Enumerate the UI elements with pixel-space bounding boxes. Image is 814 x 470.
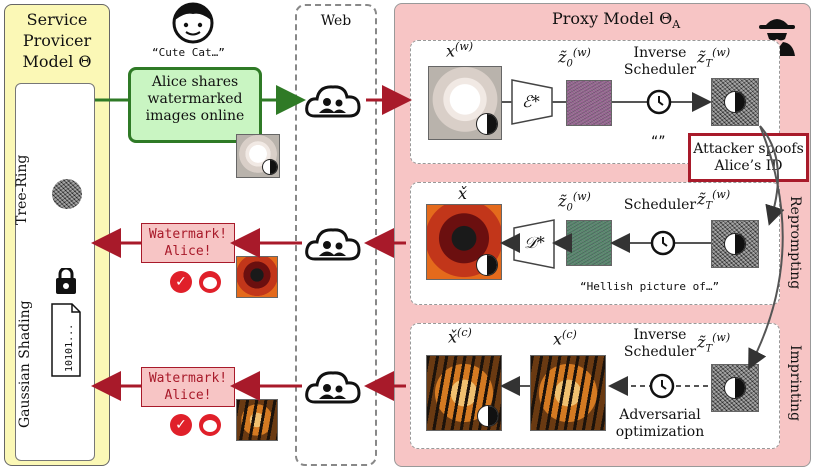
row1-x-label: x(w) [446,40,473,60]
row2-scheduler-label: Scheduler [623,197,697,213]
adv-line: Adversarial [619,407,701,423]
decoder-label: 𝒟* [524,233,545,252]
label-main: x [553,329,563,349]
label-sup: (w) [712,46,731,59]
label-sub: T [705,200,713,212]
label-sub: 0 [566,58,573,70]
service-watermark-methods [15,83,95,461]
gaussian-shading-label: Gaussian Shading [17,300,33,428]
watermark-icon [724,91,746,113]
label-sup: (w) [712,188,731,201]
proxy-title-text: Proxy Model Θ [552,9,673,28]
label-sup: (c) [457,326,472,339]
row3-zt-label: z̃T(w) [697,331,730,355]
label-main: z̃ [697,189,706,209]
label-sup: (w) [572,190,591,203]
watermark-alice-message-row3: Watermark! Alice! [141,367,235,407]
tree-ring-pattern-icon [52,179,82,209]
label-sup: (w) [572,46,591,59]
document-icon [51,303,81,377]
encoder-label: ℰ* [522,92,540,111]
row3-scheduler-label: Inverse Scheduler [620,327,700,361]
row3-xc-hat-label: x̌(c) [448,326,472,346]
scheduler-line: Scheduler [623,62,697,78]
adv-line: optimization [615,424,705,440]
imprinting-label: Imprinting [787,345,803,422]
label-sup: (w) [455,40,474,53]
alice-shares-box: Alice shares watermarked images online [128,67,262,143]
check-icon: ✓ [170,414,192,436]
watermark-icon [476,113,498,135]
web-panel [295,4,377,466]
proxy-title-sub: A [672,18,681,32]
label-main: z̃ [697,332,706,352]
row2-hellish-prompt: “Hellish picture of…” [580,280,720,293]
service-title: Service Provicer Model Θ [4,9,110,72]
row2-x-label: x̌ [458,184,468,203]
scheduler-line: Scheduler [623,344,697,360]
check-icon: ✓ [170,271,192,293]
label-main: x̌ [448,327,458,347]
row2-latent-z0-image [566,220,612,266]
alice-face-icon [199,414,221,436]
attacker-spoofs-box: Attacker spoofs Alice’s ID [688,133,809,182]
service-title-line: Provicer [22,31,92,50]
web-title: Web [320,13,352,29]
alice-face-icon [199,271,221,293]
row1-zt-label: z̃T(w) [697,46,730,70]
attacker-box-line: Alice’s ID [714,158,783,174]
watermark-msg-line: Watermark! [148,227,228,242]
row1-z0-label: z̃0(w) [558,46,591,70]
label-sub: T [705,58,713,70]
watermark-icon [724,233,746,255]
attacker-box-line: Attacker spoofs [693,141,804,157]
row1-latent-z0-image [566,80,612,126]
watermark-icon [477,405,499,427]
label-sub: 0 [566,202,573,214]
watermark-icon [262,159,278,175]
label-sup: (w) [712,331,731,344]
alice-box-line: watermarked [147,91,243,107]
row3-adversarial-label: Adversarial optimization [612,407,708,441]
watermark-icon [724,377,746,399]
reprompting-label: Reprompting [787,196,803,290]
gaussian-shading-icons [51,268,81,377]
watermark-alice-message-row2: Watermark! Alice! [141,223,235,263]
row2-devil-cat-thumbnail [236,256,278,298]
alice-box-line: images online [145,108,245,124]
watermark-icon [476,254,498,276]
watermark-msg-line: Alice! [164,244,212,259]
row3-tiger-thumbnail [236,399,278,441]
lock-icon [56,268,76,294]
label-main: z̃ [558,47,567,67]
row3-xc-label: x(c) [553,328,577,348]
row1-empty-prompt: “” [651,134,666,148]
tree-ring-label: Tree-Ring [14,154,30,225]
service-title-line: Service [26,10,88,29]
scheduler-line: Inverse [633,327,687,343]
label-main: z̃ [558,191,567,211]
user-face-icon [172,2,214,44]
label-sub: T [705,343,713,355]
scheduler-line: Inverse [633,45,687,61]
user-prompt: “Cute Cat…” [152,46,225,59]
alice-cat-thumbnail [236,134,280,178]
proxy-title: Proxy Model ΘA [552,9,680,31]
row3-clean-tiger-image [530,355,606,431]
watermark-msg-line: Watermark! [148,371,228,386]
binary-doc-text: 10101... [64,323,75,372]
label-main: x [446,41,456,61]
service-title-line: Model Θ [22,52,92,71]
label-main: z̃ [697,47,706,67]
watermark-msg-line: Alice! [164,388,212,403]
row2-z0-label: z̃0(w) [558,190,591,214]
label-sup: (c) [562,328,577,341]
row1-scheduler-label: Inverse Scheduler [620,45,700,79]
alice-box-line: Alice shares [151,74,239,90]
row2-zt-label: z̃T(w) [697,188,730,212]
